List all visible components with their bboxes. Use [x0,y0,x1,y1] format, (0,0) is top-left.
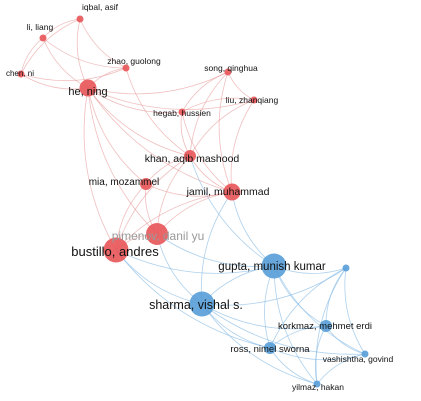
edge-iqbal-li [42,18,81,39]
edge-liu-hegab [181,97,255,113]
node-label-mia: mia, mozammel [89,177,160,188]
node-label-pimenov: pimenov, danil yu [112,229,205,243]
node-iqbal[interactable] [76,15,84,23]
node-korkmaz[interactable] [320,320,332,332]
edge-he-pimenov [87,87,158,235]
node-pimenov[interactable] [146,223,168,245]
node-mia[interactable] [140,178,152,190]
edge-he-song [87,71,229,95]
edge-iqbal-zhao [79,18,127,69]
edge-sharma-yilmaz [201,303,318,385]
edge-he-mia [87,87,147,185]
node-label-he: he, ning [68,86,107,98]
node-zhao[interactable] [122,64,130,72]
edge-iqbal-chen [20,18,81,75]
edge-sharma-vashishtha [201,303,366,355]
node-label-vashishtha: vashishtha, govind [323,354,394,364]
edge-song-khan [189,71,229,157]
node-label-sharma: sharma, vishal s. [149,298,243,312]
node-jamil[interactable] [223,183,241,201]
node-chen[interactable] [17,70,25,78]
edge-iqbal-he [76,18,89,89]
edge-liu-jamil [230,99,255,193]
node-liu[interactable] [250,96,258,104]
node-label-chen: chen, ni [6,69,34,78]
node-label-gupta: gupta, munish kumar [218,261,326,273]
labels-layer: iqbal, asif li, liang chen, ni zhao, guolon… [6,2,393,392]
edge-li-zhao [42,37,127,69]
node-label-hegab: hegab, hussien [153,108,211,118]
edge-chen-zhao [20,67,127,82]
edge-jamil-gupta [231,191,275,267]
node-label-ross: ross, nimel sworna [230,344,310,355]
nodes-layer [17,15,369,388]
edge-khan-bustillo [115,155,191,251]
node-label-song: song, qinghua [204,63,258,73]
node-hegab[interactable] [178,108,186,116]
edge-blue_small-ross [269,267,347,349]
node-blue_small[interactable] [342,264,350,272]
edge-khan-gupta [189,155,275,267]
edge-li-chen [20,37,44,75]
edge-he-jamil [87,87,233,193]
edge-blue_small-vashishtha [344,267,366,355]
edge-sharma-blue_small [201,267,347,306]
node-label-liu: liu, zhanqiang [226,95,279,105]
edge-zhao-khan [125,67,191,157]
edge-hegab-jamil [181,111,233,193]
edge-song-jamil [218,71,233,193]
node-song[interactable] [224,68,232,76]
node-bustillo[interactable] [103,237,129,263]
node-ross[interactable] [264,342,276,354]
edge-jamil-pimenov [156,191,233,235]
node-khan[interactable] [184,150,196,162]
node-li[interactable] [39,34,47,42]
edge-jamil-sharma [200,191,233,305]
edge-bustillo-ross [115,249,271,349]
edge-jamil-bustillo [115,191,233,251]
node-gupta[interactable] [261,253,287,279]
node-vashishtha[interactable] [361,350,369,358]
edge-pimenov-gupta [156,233,275,267]
node-label-jamil: jamil, muhammad [186,186,270,198]
edge-liu-khan [189,99,255,157]
node-yilmaz[interactable] [313,380,321,388]
node-label-yilmaz: yilmaz, hakan [292,382,344,392]
node-label-zhao: zhao, guolong [107,56,161,66]
edge-he-bustillo [83,87,117,251]
edge-vashishtha-yilmaz [316,353,366,385]
edge-he-khan [87,87,191,157]
node-he[interactable] [79,79,97,97]
edge-blue_small-korkmaz [325,267,347,327]
node-label-iqbal: iqbal, asif [82,2,119,12]
node-label-khan: khan, aqib mashood [145,153,240,165]
node-label-korkmaz: korkmaz, mehmet erdi [278,321,372,332]
edge-gupta-vashishtha [273,265,366,355]
edge-he-liu [87,87,255,110]
edge-song-hegab [181,71,229,113]
node-label-bustillo: bustillo, andres [71,244,159,259]
node-label-li: li, liang [27,22,54,32]
edge-he-hegab [87,87,183,114]
node-sharma[interactable] [189,291,215,317]
